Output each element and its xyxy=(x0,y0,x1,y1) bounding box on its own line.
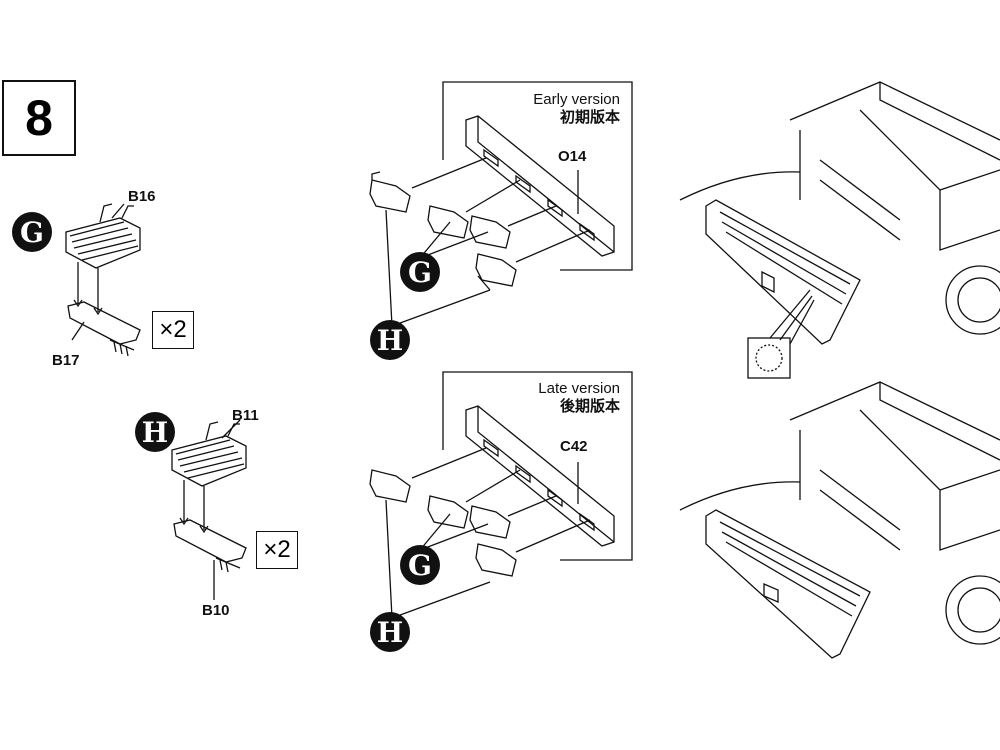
early-version-title: Early version 初期版本 xyxy=(533,91,620,127)
quantity-label: ×2 xyxy=(256,531,298,569)
part-b17-drawing xyxy=(67,203,141,357)
part-label-b16: B16 xyxy=(128,188,156,205)
badge-g: G xyxy=(400,545,440,585)
badge-g: G xyxy=(12,212,52,252)
early-version-cn: 初期版本 xyxy=(559,109,620,126)
quantity-label: ×2 xyxy=(152,311,194,349)
late-version-title: Late version 後期版本 xyxy=(538,380,620,416)
part-label-b17: B17 xyxy=(52,352,80,369)
badge-h: H xyxy=(370,320,410,360)
late-version-en: Late version xyxy=(538,380,620,397)
part-b10-drawing xyxy=(173,480,247,600)
vehicle-late-drawing xyxy=(679,381,1000,659)
badge-h: H xyxy=(370,612,410,652)
badge-g: G xyxy=(400,252,440,292)
part-label-o14: O14 xyxy=(558,148,587,165)
part-b11-drawing xyxy=(171,419,247,487)
step-number: 8 xyxy=(2,80,76,156)
late-version-cn: 後期版本 xyxy=(559,398,620,415)
late-version-panel xyxy=(369,371,633,619)
early-version-panel xyxy=(369,81,633,327)
part-label-b11: B11 xyxy=(232,407,259,424)
part-label-b10: B10 xyxy=(202,602,230,619)
early-version-en: Early version xyxy=(533,91,620,108)
vehicle-early-drawing xyxy=(679,81,1000,379)
part-label-c42: C42 xyxy=(560,438,588,455)
part-b16-drawing xyxy=(65,203,141,269)
badge-h: H xyxy=(135,412,175,452)
